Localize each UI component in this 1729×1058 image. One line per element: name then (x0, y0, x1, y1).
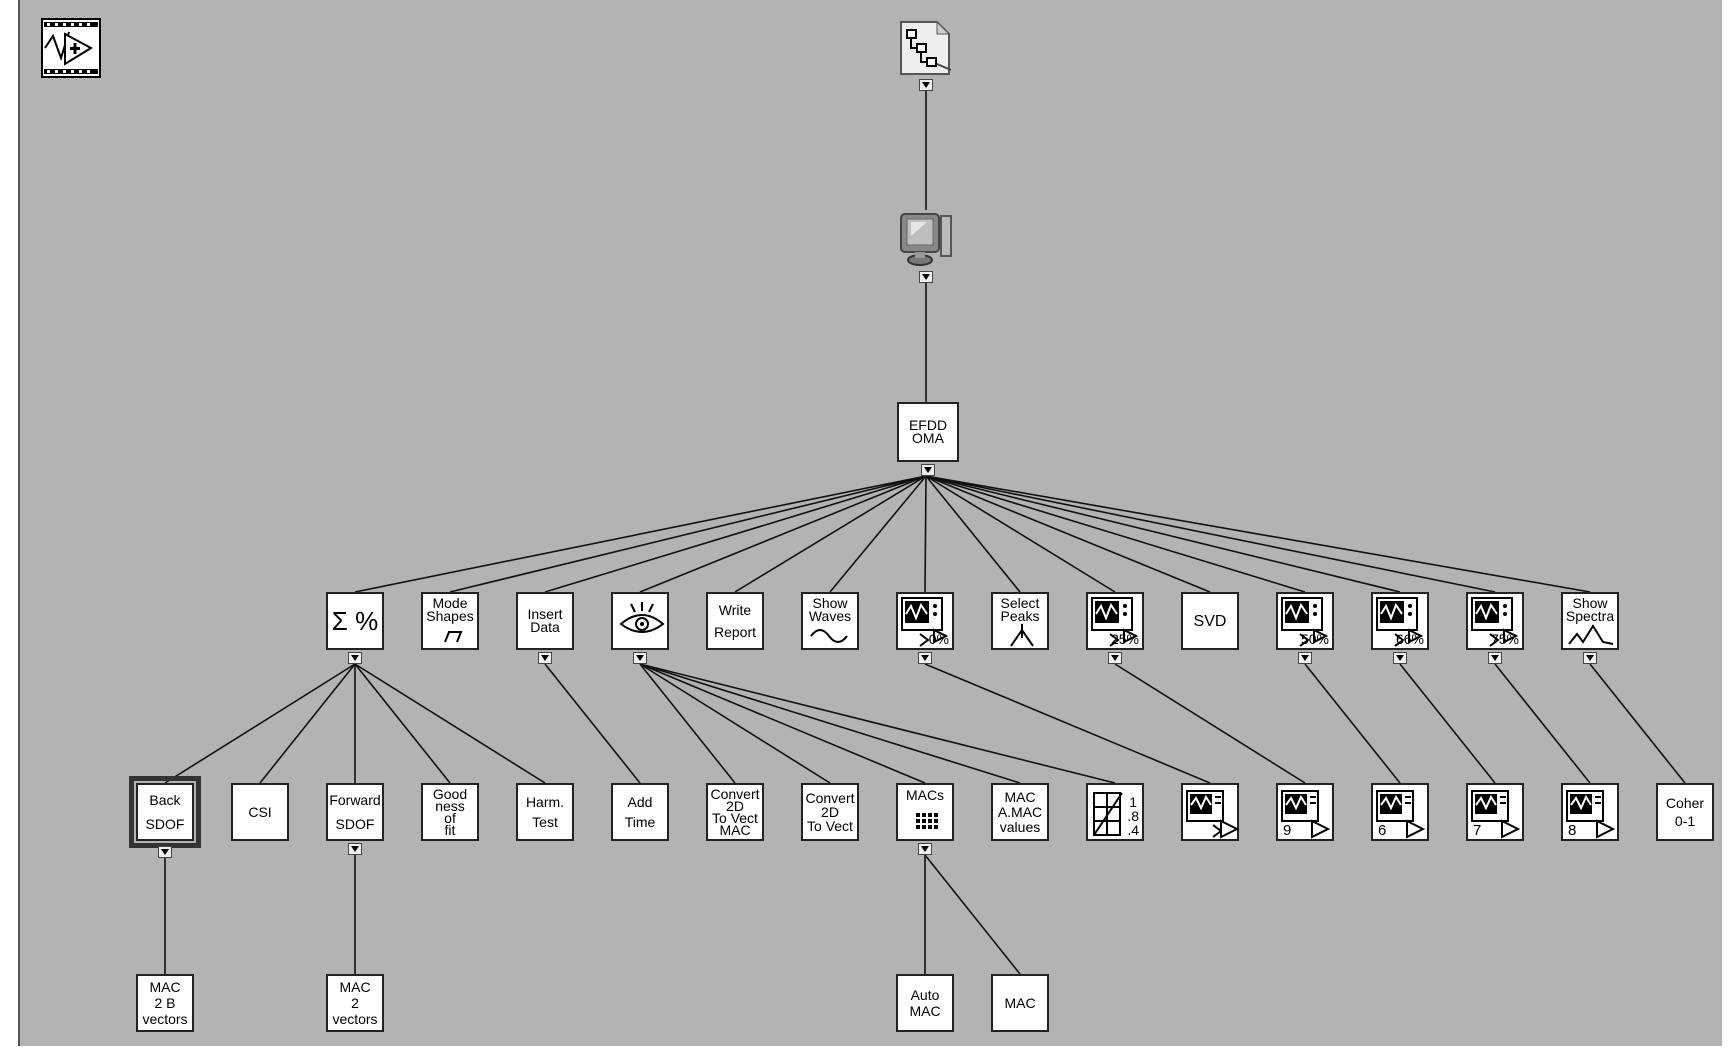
expand-toggle[interactable] (1393, 652, 1407, 664)
expand-toggle[interactable] (918, 843, 932, 855)
scope-percent-label: 0% (928, 631, 949, 647)
vi-node-mac[interactable]: MAC (991, 974, 1049, 1032)
mode-shapes-label: Mode Shapes (426, 595, 474, 624)
expand-toggle[interactable] (921, 464, 935, 476)
graph-scale-label: 1 .8 .4 (1127, 794, 1139, 838)
vi-node-svd[interactable]: SVD (1181, 592, 1239, 650)
display-graph-icon (1376, 790, 1426, 839)
vi-node-mac-amac-values[interactable]: MAC A.MAC values (991, 783, 1049, 841)
expand-toggle[interactable] (919, 79, 933, 91)
eye-icon (619, 602, 665, 633)
show-spectra-label: Show Spectra (1565, 595, 1615, 624)
vi-node-scope-50[interactable]: 50% (1276, 592, 1334, 650)
expand-toggle[interactable] (158, 846, 172, 858)
expand-toggle[interactable] (348, 843, 362, 855)
vi-node-mac-2-vectors[interactable]: MAC 2 vectors (326, 974, 384, 1032)
peak-icon (1010, 624, 1034, 647)
vi-node-scope-75[interactable]: 75% (1466, 592, 1524, 650)
vi-node-efdd-oma[interactable]: EFDD OMA (897, 402, 959, 462)
scope-display-icon (901, 597, 949, 647)
vi-node-sum-percent[interactable]: Σ % (326, 592, 384, 650)
scope-percent-label: 50% (1300, 631, 1329, 647)
expand-toggle[interactable] (919, 271, 933, 283)
vi-node-show-spectra[interactable]: Show Spectra (1561, 592, 1619, 650)
display-graph-icon (1281, 790, 1331, 839)
mode-shape-icon (444, 631, 463, 643)
expand-toggle[interactable] (1298, 652, 1312, 664)
matrix-grid-icon (916, 813, 938, 829)
vi-node-auto-mac[interactable]: Auto MAC (896, 974, 954, 1032)
vi-node-display-9[interactable]: 9 (1276, 783, 1334, 841)
scope-percent-label: 25% (1110, 631, 1139, 647)
vi-run-icon[interactable] (41, 18, 101, 78)
vi-node-add-time[interactable]: Add Time (611, 783, 669, 841)
vi-node-write-report[interactable]: Write Report (706, 592, 764, 650)
expand-toggle[interactable] (1488, 652, 1502, 664)
vi-node-mac-2b-vectors[interactable]: MAC 2 B vectors (136, 974, 194, 1032)
vi-node-display-7[interactable]: 7 (1466, 783, 1524, 841)
vi-node-select-peaks[interactable]: Select Peaks (991, 592, 1049, 650)
vi-node-view[interactable] (611, 592, 669, 650)
vi-node-scope-25[interactable]: 25% (1086, 592, 1144, 650)
expand-toggle[interactable] (633, 652, 647, 664)
vi-node-scope-0[interactable]: 0% (896, 592, 954, 650)
vi-node-insert-data[interactable]: Insert Data (516, 592, 574, 650)
vi-node-goodness-of-fit[interactable]: Good ness of fit (421, 783, 479, 841)
vi-node-graph-scale[interactable]: 1 .8 .4 (1086, 783, 1144, 841)
vi-node-display-6[interactable]: 6 (1371, 783, 1429, 841)
display-number-label: 6 (1378, 822, 1387, 839)
expand-toggle[interactable] (1108, 652, 1122, 664)
scope-percent-label: 75% (1490, 631, 1519, 647)
computer-icon[interactable] (897, 210, 955, 270)
vi-node-coher[interactable]: Coher 0-1 (1656, 783, 1714, 841)
scope-display-icon (1281, 597, 1329, 647)
vi-node-back-sdof[interactable]: Back SDOF (129, 776, 201, 848)
expand-toggle[interactable] (348, 652, 362, 664)
display-graph-icon (1471, 790, 1521, 839)
display-number-label: 9 (1283, 822, 1292, 839)
spectrum-icon (1568, 624, 1614, 645)
scope-percent-label: 66% (1395, 631, 1424, 647)
sine-wave-icon (810, 629, 848, 643)
hierarchy-canvas (18, 0, 1722, 1046)
vi-node-show-waves[interactable]: Show Waves (801, 592, 859, 650)
show-waves-label: Show Waves (808, 595, 852, 624)
vi-node-harm-test[interactable]: Harm. Test (516, 783, 574, 841)
graph-scale-icon (1093, 792, 1123, 836)
macs-label: MACs (905, 787, 945, 803)
vi-node-display-plain[interactable] (1181, 783, 1240, 841)
scope-display-icon (1376, 597, 1424, 647)
vi-node-macs[interactable]: MACs (896, 783, 954, 841)
display-graph-icon (1186, 790, 1240, 839)
display-number-label: 8 (1568, 822, 1577, 839)
display-number-label: 7 (1473, 822, 1482, 839)
vi-node-convert-2d-to-vect-mac[interactable]: Convert 2D To Vect MAC (706, 783, 764, 841)
vi-node-display-8[interactable]: 8 (1561, 783, 1619, 841)
vi-node-forward-sdof[interactable]: Forward SDOF (326, 783, 384, 841)
expand-toggle[interactable] (1583, 652, 1597, 664)
scope-display-icon (1091, 597, 1139, 647)
vi-node-convert-2d-to-vect[interactable]: Convert 2D To Vect (801, 783, 859, 841)
vi-node-mode-shapes[interactable]: Mode Shapes (421, 592, 479, 650)
hierarchy-document-icon[interactable] (897, 20, 955, 78)
select-peaks-label: Select Peaks (1000, 595, 1040, 624)
expand-toggle[interactable] (538, 652, 552, 664)
vi-node-scope-66[interactable]: 66% (1371, 592, 1429, 650)
vi-node-csi[interactable]: CSI (231, 783, 289, 841)
expand-toggle[interactable] (918, 652, 932, 664)
scope-display-icon (1471, 597, 1519, 647)
display-graph-icon (1566, 790, 1616, 839)
